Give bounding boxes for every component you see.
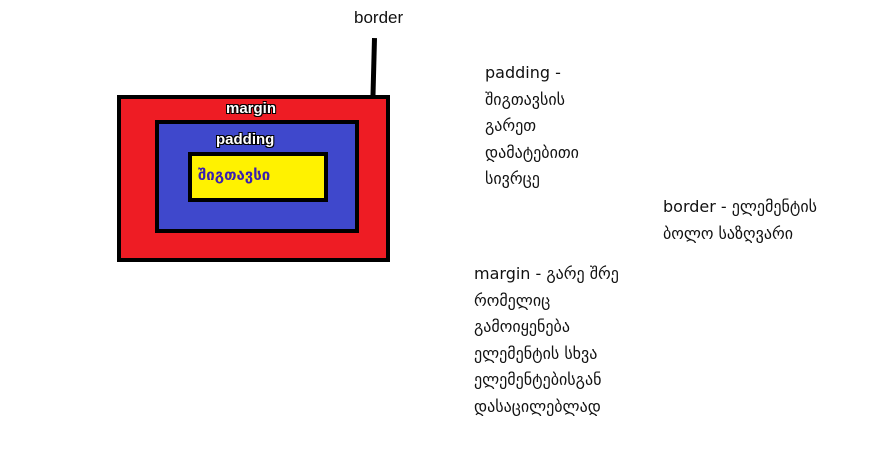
- padding-label: padding: [216, 131, 275, 148]
- note-line: სივრცე: [485, 169, 540, 188]
- note-line: გამოიყენება: [474, 317, 570, 336]
- border-pointer-line: [370, 38, 377, 99]
- content-label: შიგთავსი: [198, 167, 271, 184]
- note-line: გარეთ: [485, 116, 537, 135]
- note-line: margin - გარე შრე: [474, 264, 619, 283]
- margin-note: margin - გარე შრე რომელიც გამოიყენება ელ…: [474, 261, 619, 420]
- note-line: დასაცილებლად: [474, 396, 601, 416]
- padding-note: padding - შიგთავსის გარეთ დამატებითი სივ…: [485, 60, 579, 193]
- note-line: ელემენტის სხვა: [474, 343, 598, 363]
- border-note: border - ელემენტის ბოლო საზღვარი: [663, 194, 817, 247]
- note-line: ელემენტებისგან: [474, 370, 602, 389]
- note-line: border - ელემენტის: [663, 197, 817, 216]
- margin-label: margin: [226, 100, 277, 117]
- note-line: ბოლო საზღვარი: [663, 223, 793, 243]
- border-label: border: [354, 8, 404, 27]
- note-line: დამატებითი: [485, 142, 579, 162]
- content-box: [188, 152, 328, 202]
- note-line: რომელიც: [474, 290, 551, 310]
- note-line: შიგთავსის: [485, 89, 565, 109]
- note-line: padding -: [485, 63, 561, 82]
